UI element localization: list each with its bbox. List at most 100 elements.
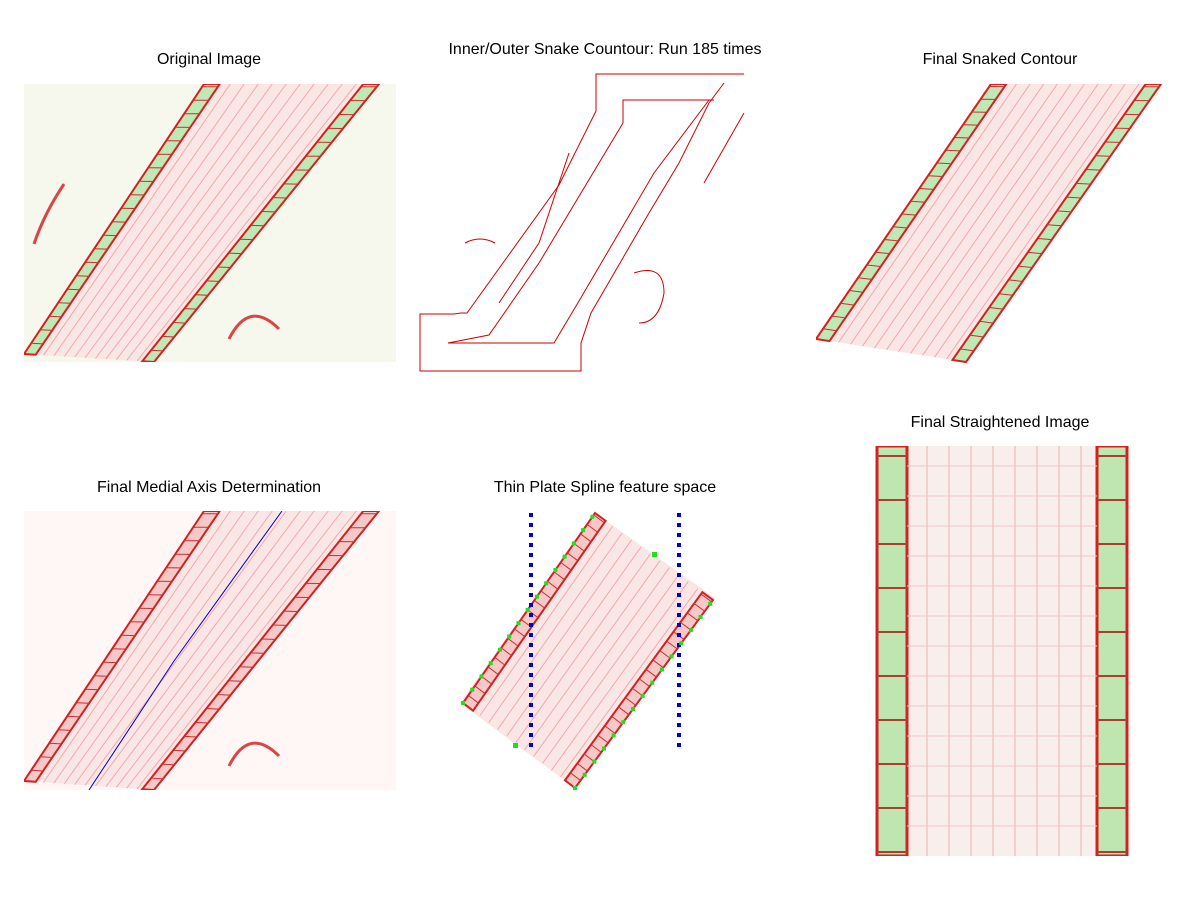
cell-wall [901,213,917,216]
cell-wall [840,302,855,306]
cell-wall [540,590,552,600]
cell-file [551,581,689,771]
control-point [479,674,484,679]
cell-file [43,511,231,783]
cell-file [934,84,1126,358]
cell-wall [857,277,872,280]
panel-title-tps: Thin Plate Spline feature space [493,479,717,496]
cell-wall [576,763,588,772]
cell-wall [960,348,974,352]
cell-wall [1085,169,1101,171]
control-point [461,701,465,705]
epidermis-band [875,446,909,856]
cell-wall [151,777,164,780]
cell-file [126,511,343,789]
cell-wall [849,290,864,293]
cell-wall [611,715,623,725]
debris [227,741,281,767]
cell-wall [1056,210,1072,213]
cell-wall [652,659,664,669]
cell-wall [586,523,598,533]
cell-wall [659,650,671,659]
cell-wall [693,603,706,612]
cell-file [63,511,259,785]
cell-wall [580,533,592,543]
cell-wall [645,668,657,678]
cell-wall [67,715,80,718]
cell-wall [1047,224,1062,227]
cell-wall [892,226,908,229]
cell-wall [638,678,650,687]
epidermis-band [816,84,1008,343]
cell-wall [217,694,231,696]
cell-file [850,84,1031,345]
cell-wall [76,275,90,277]
panel-title-snaked: Final Snaked Contour [922,51,1078,68]
cell-wall [597,734,609,744]
control-point [534,594,539,599]
cell-wall [884,239,899,242]
control-point [573,786,577,790]
cell-wall [969,334,984,338]
cell-file [136,511,357,790]
inner-contour [447,99,714,344]
control-point [688,628,693,633]
cell-file [946,84,1140,360]
cell-file [560,588,699,778]
cell-wall [666,640,678,650]
control-point [650,680,655,685]
cell-wall [1018,265,1033,268]
cell-wall [533,599,545,609]
cell-file [910,84,1099,354]
cell-file [862,84,1045,347]
outer-contour [419,73,744,372]
cell-file [126,84,343,361]
control-point [590,514,595,519]
cell-wall [467,695,479,704]
root-tissue [24,84,379,362]
cell-file [43,84,231,356]
panel-title-snake: Inner/Outer Snake Countour: Run 185 time… [448,41,762,58]
control-point [507,634,512,639]
cell-file [874,84,1058,349]
straightened-root [877,446,1127,856]
control-point [562,554,567,559]
cell-wall [1076,182,1091,185]
debris-contour [464,112,745,324]
cell-file [74,84,273,358]
cell-file [95,84,301,359]
cell-file [84,511,287,786]
cell-wall [49,742,62,745]
cell-file [105,511,315,787]
tps-feature-space [455,508,720,793]
cell-wall [700,593,712,603]
epidermis-band [563,590,715,790]
cell-wall [553,571,565,581]
cell-wall [514,628,526,638]
cell-file [84,84,287,359]
cell-file [479,525,614,717]
cell-wall [1027,251,1043,255]
cell-wall [67,288,80,291]
epidermis-band [1095,446,1129,856]
cell-file [838,84,1017,343]
cell-file [95,511,301,787]
cell-file [115,84,329,360]
cell-wall [604,725,616,734]
debris [32,183,281,340]
cell-file [922,84,1113,356]
control-point [601,746,606,751]
cell-wall [206,280,220,282]
cell-wall [560,561,572,571]
cell-wall [1037,238,1052,241]
epidermis-band [950,84,1163,364]
cell-wall [686,612,699,622]
cell-wall [989,307,1004,310]
cell-wall [40,329,53,331]
cell-wall [49,315,62,318]
panel-title-original: Original Image [156,51,262,68]
cell-wall [979,320,994,324]
cell-wall [507,638,519,647]
control-point [652,552,657,557]
cell-wall [31,769,44,772]
